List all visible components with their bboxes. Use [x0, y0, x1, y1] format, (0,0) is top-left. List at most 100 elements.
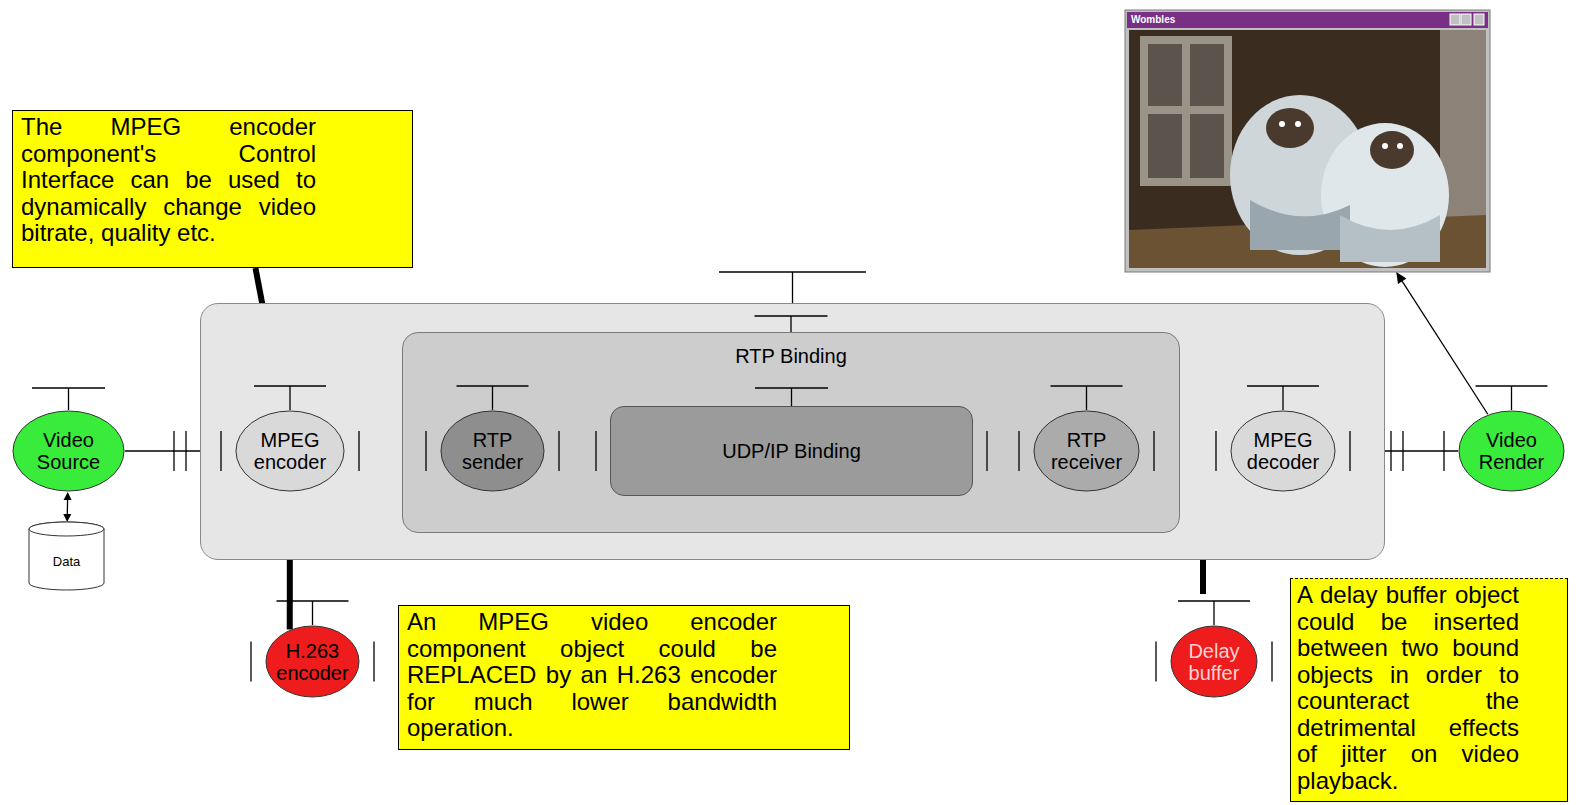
cylinder-top	[29, 522, 104, 536]
node-label: UDP/IP Binding	[722, 440, 861, 462]
node-label: Video Render	[1469, 429, 1555, 473]
picture-background	[1129, 30, 1486, 268]
stream-interface-port	[986, 431, 987, 471]
node-label: MPEG decoder	[1241, 429, 1326, 473]
node-label: H.263 encoder	[275, 640, 351, 684]
callout-note: The MPEG encoder component's Control Int…	[12, 110, 413, 268]
replacement-circle: H.263 encoder	[265, 625, 360, 698]
stream-interface-port	[558, 431, 559, 471]
stream-interface-port	[250, 642, 251, 682]
node-ellipse	[1034, 411, 1139, 491]
control-interface-stem	[492, 386, 493, 410]
node-ellipse	[13, 411, 124, 491]
binding-symbol	[1402, 431, 1403, 471]
video-window: Wombles	[1125, 10, 1490, 272]
picture-creature-eye	[1295, 121, 1301, 127]
component-circle: MPEG encoder	[235, 410, 345, 492]
control-interface-stem	[790, 316, 791, 332]
connector-line	[1401, 280, 1488, 414]
stream-interface-port	[220, 431, 221, 471]
arrow-head	[1396, 272, 1406, 284]
picture-creature-eye	[1397, 143, 1403, 149]
window-border	[1125, 10, 1490, 272]
binding-symbol	[1390, 431, 1391, 471]
picture-creature	[1321, 123, 1449, 267]
picture-creature-face	[1266, 108, 1314, 148]
insertion-circle: Delay buffer	[1170, 625, 1258, 698]
control-interface-stem	[1213, 601, 1214, 625]
control-interface-stem	[1086, 386, 1087, 410]
control-interface-stem	[68, 388, 69, 410]
control-interface-stem	[791, 388, 792, 406]
window-button	[1461, 14, 1471, 25]
control-interface-stem	[289, 386, 290, 410]
node-label: RTP receiver	[1044, 429, 1130, 473]
node-outline	[1125, 10, 1490, 272]
picture-creature-coat	[1250, 200, 1350, 250]
stream-interface-port	[1349, 431, 1350, 471]
stream-interface-port	[595, 431, 596, 471]
stream-interface-port	[358, 431, 359, 471]
node-label: Data	[53, 554, 80, 569]
window-title-bar	[1127, 12, 1488, 28]
node-ellipse	[1231, 411, 1335, 491]
control-interface-stem	[1282, 386, 1283, 410]
callout-text: An MPEG video encoder component object c…	[407, 609, 777, 742]
callout-note: A delay buffer object could be inserted …	[1290, 578, 1568, 802]
node-ellipse	[441, 411, 544, 491]
arrow-head	[63, 514, 71, 522]
picture-window-pane	[1148, 44, 1182, 106]
stream-interface-port	[1443, 431, 1444, 471]
video-frame-picture	[1129, 30, 1486, 268]
stream-interface-port	[1215, 431, 1216, 471]
control-interface-stem	[792, 272, 793, 303]
control-interface-stem	[1511, 386, 1512, 410]
picture-window-pane	[1148, 114, 1182, 178]
stream-interface-port	[1018, 431, 1019, 471]
node-label: Delay buffer	[1179, 640, 1249, 684]
window-button	[1450, 14, 1460, 25]
picture-creature-eye	[1279, 121, 1285, 127]
picture-window-pane	[1190, 114, 1224, 178]
node-label: RTP sender	[451, 429, 535, 473]
stream-interface-port	[373, 642, 374, 682]
picture-creature-face	[1370, 131, 1414, 169]
stream-interface-port	[1155, 642, 1156, 682]
callout-note: An MPEG video encoder component object c…	[398, 605, 850, 750]
picture-creature-coat	[1340, 215, 1440, 262]
node-ellipse	[266, 626, 359, 697]
stream-interface-port	[1271, 642, 1272, 682]
video-window-frame	[1125, 10, 1490, 272]
picture-window-pane	[1190, 44, 1224, 106]
binding-box: MPEG encoderRTP senderUDP/IP BindingRTP …	[200, 303, 1385, 560]
node-label: Wombles	[1131, 13, 1490, 26]
node-ellipse	[1459, 411, 1564, 491]
stream-interface-port	[1153, 431, 1154, 471]
cylinder-body	[29, 522, 104, 590]
component-circle: MPEG decoder	[1230, 410, 1336, 492]
object-circle: Video Render	[1458, 410, 1565, 492]
binding-box: RTP sender UDP/IP Binding RTP receiver RTP …	[402, 332, 1180, 533]
arrow-connector	[63, 492, 71, 522]
binding-symbol	[173, 431, 174, 471]
binding-box: UDP/IP Binding	[610, 406, 973, 496]
picture-creature-eye	[1382, 143, 1388, 149]
node-label: MPEG encoder	[246, 429, 334, 473]
picture-window-frame	[1140, 36, 1232, 186]
stream-interface-port	[425, 431, 426, 471]
control-interface-stem	[312, 601, 313, 625]
node-ellipse	[1171, 626, 1257, 697]
object-circle: Video Source	[12, 410, 125, 492]
connector-line	[67, 499, 69, 515]
node-ellipse	[236, 411, 344, 491]
arrow-head	[64, 492, 72, 500]
node-label: RTP Binding	[403, 345, 1179, 367]
binding-symbol	[185, 431, 186, 471]
node-label: Video Source	[24, 429, 114, 473]
callout-text: A delay buffer object could be inserted …	[1297, 582, 1519, 794]
callout-text: The MPEG encoder component's Control Int…	[21, 114, 316, 247]
component-circle: RTP sender	[440, 410, 545, 492]
arrow-connector	[1396, 272, 1488, 414]
component-circle: RTP receiver	[1033, 410, 1140, 492]
